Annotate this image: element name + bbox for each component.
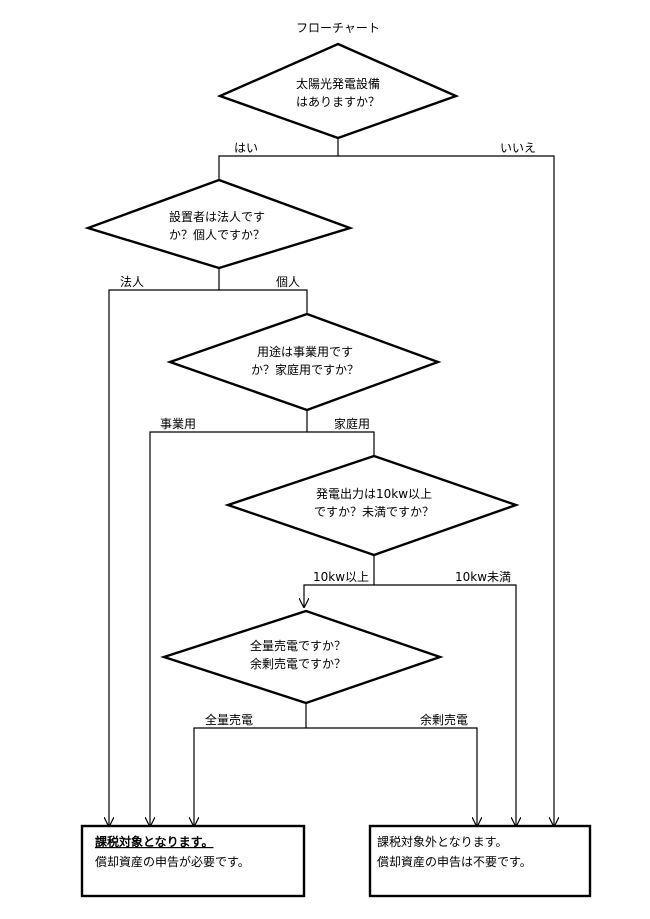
- branch-label-over-10kw: 10kw以上: [313, 570, 369, 584]
- branch-label-no: いいえ: [500, 141, 536, 155]
- result-title: 課税対象となります。: [95, 834, 213, 849]
- result-note: 償却資産の申告は不要です。: [377, 854, 532, 869]
- branch-label-individual: 個人: [276, 275, 300, 289]
- result-note: 償却資産の申告が必要です。: [95, 854, 250, 869]
- branch-label-under-10kw: 10kw未満: [455, 570, 511, 584]
- decision-text: はありますか？: [296, 95, 380, 109]
- decision-solar-equipment: 太陽光発電設備 はありますか？: [216, 42, 460, 140]
- branch-label-corporate: 法人: [120, 275, 144, 289]
- result-not-taxable: 課税対象外となります。 償却資産の申告は不要です。: [368, 824, 592, 898]
- branch-label-full-sale: 全量売電: [205, 712, 253, 727]
- connectors: [109, 138, 554, 826]
- decision-power-output: 発電出力は10kw以上 ですか？未満ですか？: [224, 454, 520, 557]
- result-title: 課税対象外となります。: [377, 834, 507, 849]
- decision-text: か？家庭用ですか？: [251, 362, 359, 377]
- branch-label-yes: はい: [234, 141, 258, 155]
- decision-text: 用途は事業用です: [257, 344, 353, 359]
- decision-text: 設置者は法人です: [169, 209, 265, 224]
- branch-label-household: 家庭用: [334, 416, 370, 431]
- decision-text: か？個人ですか？: [169, 228, 265, 242]
- decision-text: 太陽光発電設備: [296, 76, 380, 91]
- result-taxable: 課税対象となります。 償却資産の申告が必要です。: [80, 824, 306, 898]
- branch-label-surplus-sale: 余剰売電: [420, 712, 468, 727]
- decision-usage-type: 用途は事業用です か？家庭用ですか？: [166, 312, 442, 412]
- decision-text: 余剰売電ですか？: [250, 656, 346, 671]
- branch-label-business: 事業用: [160, 417, 196, 431]
- decision-sale-type: 全量売電ですか？ 余剰売電ですか？: [160, 609, 444, 705]
- decision-text: ですか？未満ですか？: [314, 505, 434, 519]
- page-title: フローチャート: [296, 21, 380, 35]
- decision-text: 発電出力は10kw以上: [316, 487, 432, 501]
- decision-text: 全量売電ですか？: [250, 638, 346, 653]
- decision-installer-type: 設置者は法人です か？個人ですか？: [84, 178, 354, 270]
